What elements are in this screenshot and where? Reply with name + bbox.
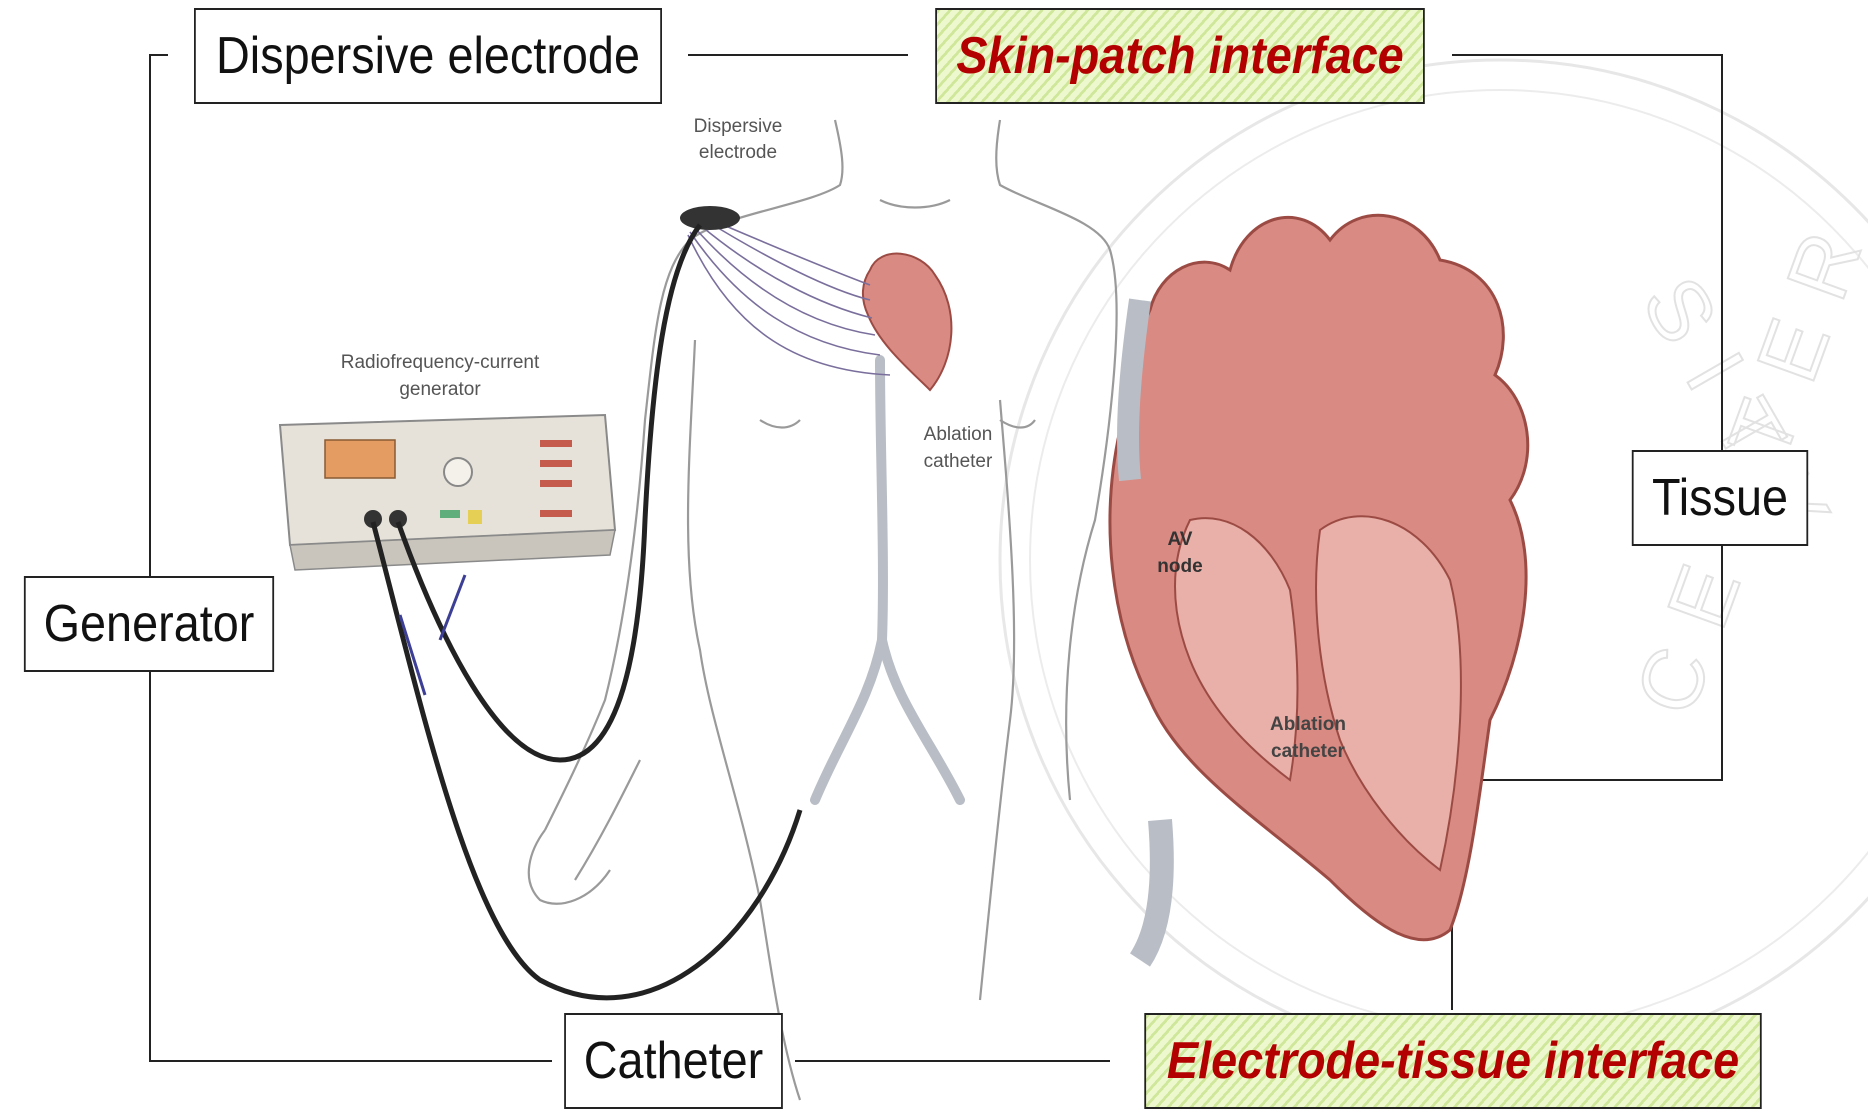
dispersive-electrode-box-text: Dispersive electrode — [216, 26, 640, 86]
skin-patch-interface-box-text: Skin-patch interface — [956, 26, 1403, 86]
radiofrequency-generator-icon — [280, 415, 615, 570]
label-av-node-line1: AV — [1168, 529, 1193, 550]
generator-box-text: Generator — [44, 594, 255, 654]
label-generator-line1: Radiofrequency-current — [341, 352, 540, 373]
dispersive-electrode-patch-icon — [680, 206, 740, 230]
label-ablation-catheter-heart-line1: Ablation — [1270, 714, 1346, 735]
label-ablation-catheter-body-line2: catheter — [924, 451, 993, 472]
label-generator-line2: generator — [399, 379, 481, 400]
label-av-node-line2: node — [1157, 556, 1202, 577]
electrode-tissue-interface-box-text: Electrode-tissue interface — [1167, 1031, 1739, 1091]
catheter-box: Catheter — [564, 1013, 783, 1109]
dispersive-electrode-box: Dispersive electrode — [194, 8, 662, 104]
label-dispersive-electrode-line1: Dispersive — [694, 116, 783, 137]
electrode-tissue-interface-box: Electrode-tissue interface — [1144, 1013, 1761, 1109]
skin-patch-interface-box: Skin-patch interface — [935, 8, 1425, 104]
current-flow-lines — [688, 215, 890, 375]
label-ablation-catheter-body-line1: Ablation — [924, 424, 993, 445]
catheter-box-text: Catheter — [584, 1031, 764, 1091]
generator-box: Generator — [24, 576, 274, 672]
tissue-box: Tissue — [1632, 450, 1808, 546]
current-direction-arrows — [400, 575, 465, 695]
tissue-box-text: Tissue — [1652, 468, 1788, 528]
generator-cables — [373, 225, 800, 998]
label-dispersive-electrode-line2: electrode — [699, 142, 777, 163]
heart-cross-section-icon — [1110, 215, 1528, 960]
label-ablation-catheter-heart-line2: catheter — [1271, 741, 1346, 762]
